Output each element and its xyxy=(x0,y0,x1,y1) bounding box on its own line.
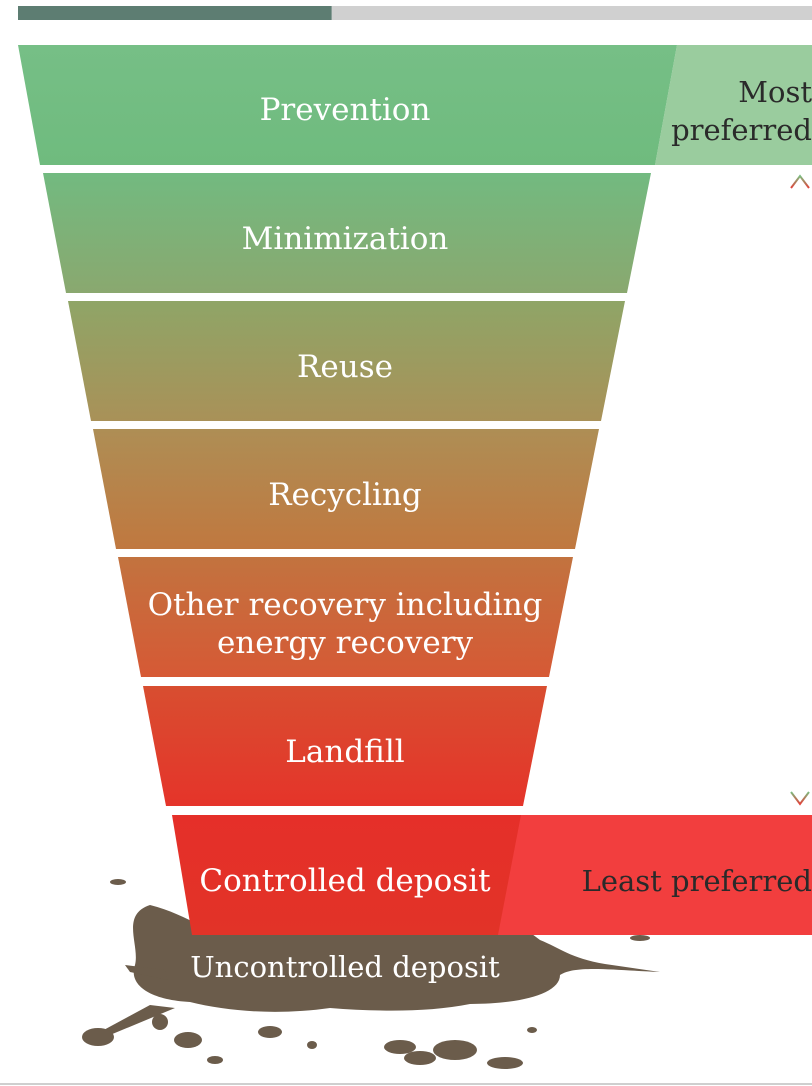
most-preferred-line2: preferred xyxy=(671,113,812,147)
splat-drop xyxy=(152,1014,168,1030)
level-controlled-deposit: Controlled deposit xyxy=(172,815,521,935)
level-label: Minimization xyxy=(242,221,449,257)
preference-arrow xyxy=(790,174,810,806)
level-band xyxy=(43,173,651,293)
splat-drop xyxy=(174,1032,202,1048)
splat-drop xyxy=(82,1028,114,1046)
arrow-down-head xyxy=(790,791,810,806)
splat-drop xyxy=(487,1057,523,1069)
least-preferred-label: Least preferred xyxy=(582,864,812,898)
uncontrolled-deposit-label: Uncontrolled deposit xyxy=(190,950,500,984)
level-other-recovery: Other recovery including energy recovery xyxy=(118,557,573,677)
level-label: Prevention xyxy=(260,92,431,128)
most-preferred-panel xyxy=(655,45,812,165)
splat-drop xyxy=(527,1027,537,1033)
level-band xyxy=(68,301,625,421)
splat-drop xyxy=(384,1040,416,1054)
arrow-up-head xyxy=(790,174,810,189)
level-band xyxy=(18,45,677,165)
splat-drop xyxy=(404,1051,436,1065)
level-landfill: Landfill xyxy=(143,686,547,806)
splat-tail-mid xyxy=(100,1005,175,1035)
splat-drop xyxy=(110,879,126,885)
splat-tail-left xyxy=(125,965,168,980)
splat-drop xyxy=(307,1041,317,1049)
level-label: Landfill xyxy=(285,734,404,770)
level-band xyxy=(118,557,573,677)
level-label: Recycling xyxy=(268,477,422,513)
level-label: Other recovery including xyxy=(148,587,543,623)
level-minimization: Minimization xyxy=(43,173,651,293)
splat-drop xyxy=(258,1026,282,1038)
splat-drop xyxy=(433,1040,477,1060)
level-recycling: Recycling xyxy=(93,429,599,549)
level-reuse: Reuse xyxy=(68,301,625,421)
least-preferred-panel xyxy=(497,815,812,935)
splat-drop xyxy=(630,935,650,941)
level-band xyxy=(93,429,599,549)
progress-fill xyxy=(18,6,332,20)
most-preferred-line1: Most xyxy=(738,75,812,109)
level-label: Reuse xyxy=(297,349,393,385)
level-prevention: Prevention xyxy=(18,45,677,165)
splat-drop xyxy=(207,1056,223,1064)
level-band xyxy=(172,815,521,935)
top-progress-bar xyxy=(18,6,812,20)
level-band xyxy=(143,686,547,806)
level-label-line2: energy recovery xyxy=(217,625,474,661)
level-label: Controlled deposit xyxy=(199,863,491,899)
